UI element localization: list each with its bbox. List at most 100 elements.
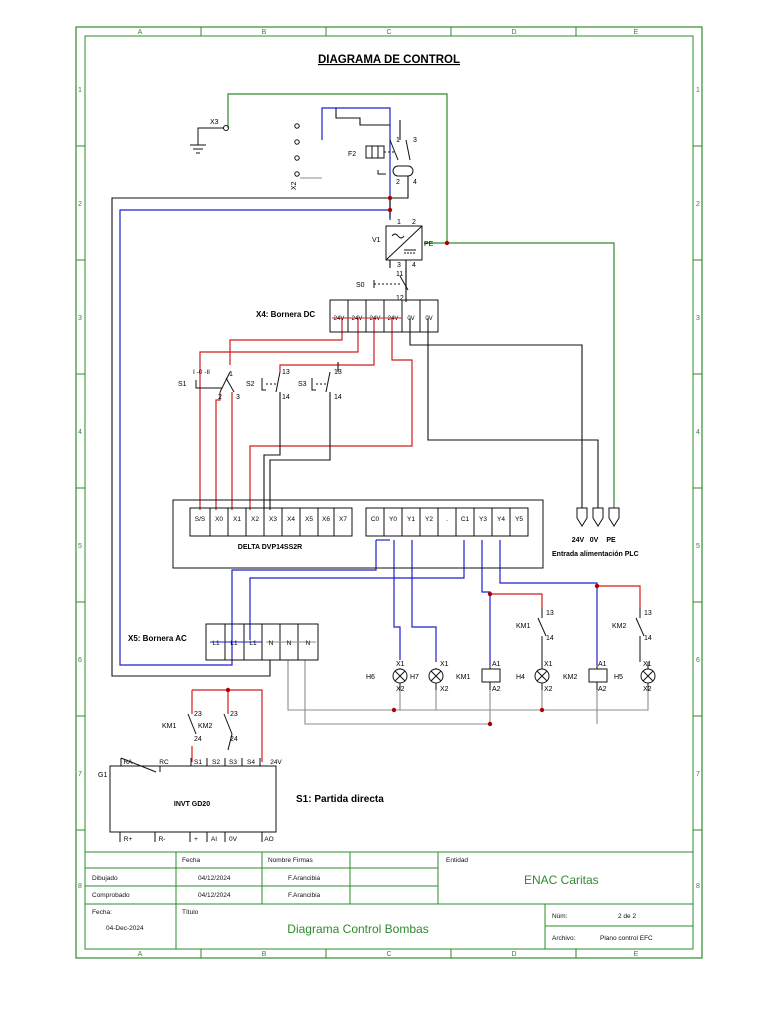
tb-dibujado-label: Dibujado — [92, 875, 118, 882]
x3-label: X3 — [210, 119, 219, 126]
x4-terminal-24v-2: 24V — [352, 316, 363, 322]
plc-output-dot: . — [446, 516, 448, 523]
inv-terminal-rc: RC — [159, 759, 169, 766]
km1-contact-label: KM1 — [516, 623, 531, 630]
plc-input-ss: S/S — [195, 516, 206, 523]
tb-dibujado-fecha: 04/12/2024 — [198, 875, 231, 882]
tb-archivo-label: Archivo: — [552, 935, 576, 942]
km1-contact-14: 14 — [546, 635, 554, 642]
grid-row-7-right: 7 — [696, 771, 700, 778]
inv-terminal-s4: S4 — [247, 759, 255, 766]
coil-km1-a1: A1 — [492, 661, 501, 668]
h6-terminal-x2: X2 — [396, 686, 405, 693]
plc-input-x4: X4 — [287, 516, 295, 523]
inv-terminal-s1: S1 — [194, 759, 202, 766]
tb-col-entidad: Entidad — [446, 857, 468, 864]
supply-24v-label: 24V — [572, 537, 585, 544]
inverter-gd20 — [109, 757, 277, 833]
coil-km1-label: KM1 — [456, 674, 471, 681]
grid-row-2-right: 2 — [696, 201, 700, 208]
km2-aux-24: 24 — [230, 736, 238, 743]
tb-col-fecha: Fecha — [182, 857, 200, 864]
tb-col-nombre: Nombre Firmas — [268, 857, 314, 864]
h6-terminal-x1: X1 — [396, 661, 405, 668]
s0-switch — [373, 275, 409, 291]
lamp-h5 — [640, 662, 656, 690]
grid-row-8: 8 — [78, 883, 82, 890]
supply-pe-label: PE — [606, 537, 616, 544]
coil-km2-a1: A1 — [598, 661, 607, 668]
inv-terminal-rminus: R- — [159, 836, 166, 843]
grid-row-6: 6 — [78, 657, 82, 664]
h5-terminal-x2: X2 — [643, 686, 652, 693]
f2-label: F2 — [348, 151, 356, 158]
inv-terminal-plus: + — [194, 836, 198, 843]
grid-row-3: 3 — [78, 315, 82, 322]
km2-contact-label: KM2 — [612, 623, 627, 630]
v1-terminal-1: 1 — [397, 219, 401, 226]
s1-label: S1 — [178, 381, 187, 388]
x4-terminal-24v-3: 24V — [370, 316, 381, 322]
s1-caption: S1: Partida directa — [296, 794, 384, 805]
inv-bottom-terminal-dividers — [119, 832, 263, 842]
inv-terminal-ao: AO — [264, 836, 273, 843]
wires-gray — [287, 177, 649, 725]
plc-input-x7: X7 — [339, 516, 347, 523]
coil-km2-label: KM2 — [563, 674, 578, 681]
h7-terminal-x1: X1 — [440, 661, 449, 668]
title-block-lines — [85, 851, 693, 949]
plc-body — [172, 499, 544, 569]
grid-row-1: 1 — [78, 87, 82, 94]
km1-aux-24: 24 — [194, 736, 202, 743]
s1-selector-switch — [195, 371, 235, 393]
km1-aux-contact — [187, 713, 197, 735]
coil-km2 — [588, 665, 608, 690]
v1-power-supply — [385, 225, 423, 261]
h5-label: H5 — [614, 674, 623, 681]
km2-contact-13: 13 — [644, 610, 652, 617]
x2-selector-terminals — [294, 123, 300, 177]
x4-terminal-24v-1: 24V — [334, 316, 345, 322]
wires-green — [227, 93, 615, 508]
plc-input-x5: X5 — [305, 516, 313, 523]
grid-labels: A B C D E A B C D E 1 2 3 4 5 6 7 8 1 2 … — [78, 29, 700, 958]
grid-row-1-right: 1 — [696, 87, 700, 94]
lamp-h6 — [392, 668, 408, 690]
x5-terminal-n-2: N — [287, 640, 292, 647]
s2-terminal-14: 14 — [282, 394, 290, 401]
x4-terminal-block — [329, 299, 439, 333]
v1-terminal-2: 2 — [412, 219, 416, 226]
grid-col-a-bottom: A — [138, 951, 143, 958]
h6-label: H6 — [366, 674, 375, 681]
x4-terminal-0v-1: 0V — [407, 316, 414, 322]
inv-terminal-24v: 24V — [270, 759, 282, 766]
h7-label: H7 — [410, 674, 419, 681]
s0-terminal-11: 11 — [396, 271, 403, 278]
grid-row-5: 5 — [78, 543, 82, 550]
plc-input-x1: X1 — [233, 516, 241, 523]
grid-col-a: A — [138, 29, 143, 36]
wires-black — [111, 108, 599, 677]
plc-input-x3: X3 — [269, 516, 277, 523]
tb-comprobado-label: Comprobado — [92, 892, 130, 899]
grid-col-b-bottom: B — [262, 951, 267, 958]
f2-terminal-3: 3 — [413, 137, 417, 144]
plc-name: DELTA DVP14SS2R — [238, 544, 302, 551]
x5-terminal-n-1: N — [269, 640, 274, 647]
x5-terminal-n-3: N — [306, 640, 311, 647]
inverter-name: INVT GD20 — [174, 801, 210, 808]
tb-comprobado-nombre: F.Arancibia — [288, 892, 321, 899]
inv-terminal-ra: RA — [123, 759, 133, 766]
inv-terminal-0v: 0V — [229, 836, 238, 843]
plc-output-y5: Y5 — [515, 516, 523, 523]
tb-fecha-label: Fecha: — [92, 909, 112, 916]
supply-0v-label: 0V — [590, 537, 599, 544]
s0-label: S0 — [356, 282, 365, 289]
tb-titulo-label: Título — [182, 909, 199, 916]
f2-terminal-1: 1 — [396, 137, 400, 144]
km2-contact-14: 14 — [644, 635, 652, 642]
plc-supply-connectors — [576, 507, 620, 527]
grid-col-b: B — [262, 29, 267, 36]
km2-contact-13-14 — [635, 608, 645, 662]
